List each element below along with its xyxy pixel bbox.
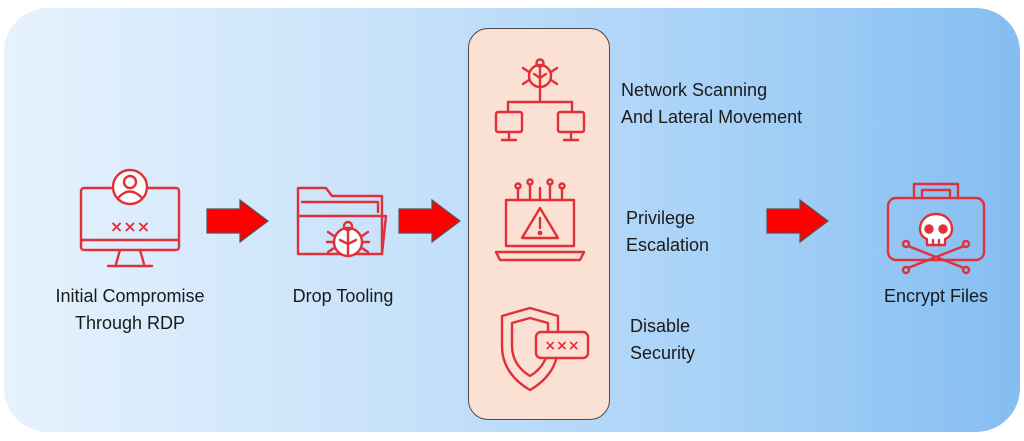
label-encrypt-files: Encrypt Files: [883, 286, 989, 306]
label-network-scanning: Network Scanning And Lateral Movement: [621, 80, 803, 127]
password-mask-text: ×××: [544, 338, 579, 354]
flow-arrow-3: [766, 198, 830, 249]
briefcase-skull-icon: [884, 176, 988, 276]
monitor-user-password-icon: ×××: [78, 168, 182, 272]
network-bug-icon: [492, 54, 588, 150]
flow-arrow-2: [398, 198, 462, 249]
password-mask-text: ×××: [110, 217, 150, 236]
laptop-warning-icon: [492, 178, 588, 274]
label-initial-compromise: Initial Compromise Through RDP: [55, 286, 205, 333]
label-privilege-escalation: Privilege Escalation: [626, 208, 710, 255]
folder-bug-icon: [294, 178, 390, 274]
shield-password-icon: ×××: [496, 302, 592, 398]
label-drop-tooling: Drop Tooling: [292, 286, 394, 306]
label-disable-security: Disable Security: [630, 316, 696, 363]
flow-arrow-1: [206, 198, 270, 249]
